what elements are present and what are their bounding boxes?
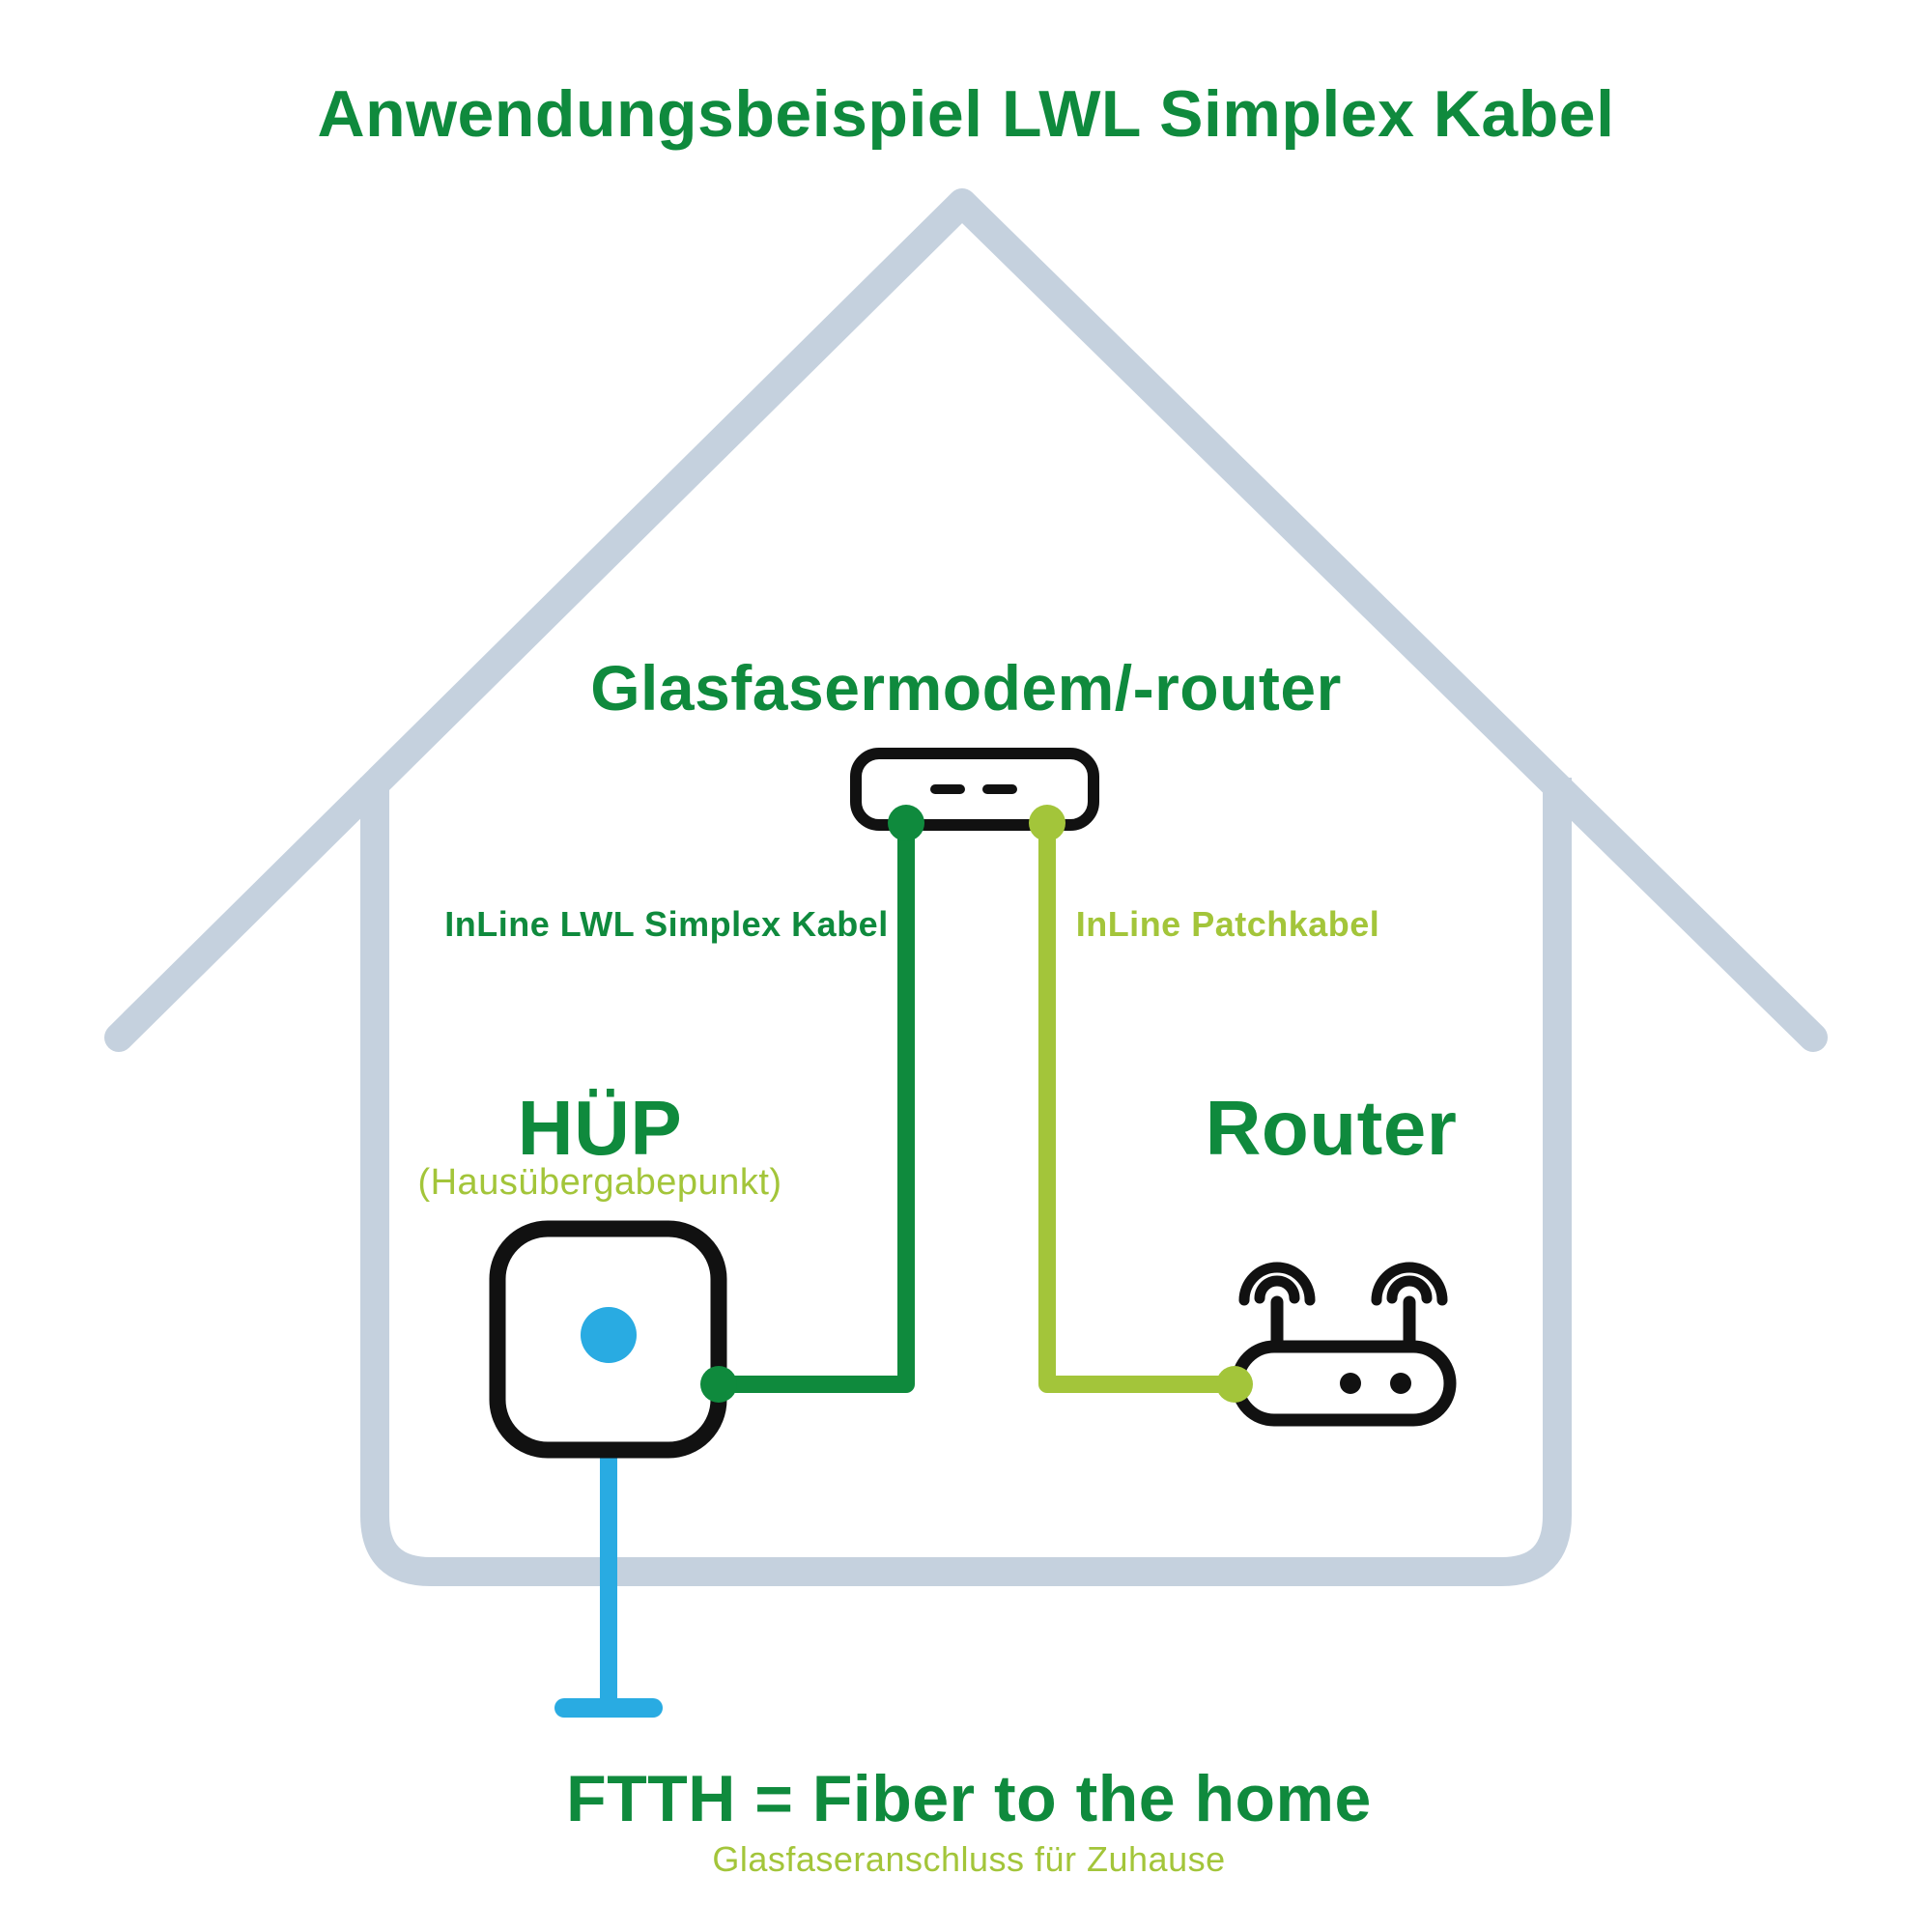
huep-simplex-port-dot xyxy=(700,1366,737,1403)
modem-simplex-port-dot xyxy=(888,805,924,841)
ftth-label: FTTH = Fiber to the home xyxy=(566,1762,1372,1835)
simplex-cable-label: InLine LWL Simplex Kabel xyxy=(444,904,889,944)
modem-patch-port-dot xyxy=(1029,805,1065,841)
router-label: Router xyxy=(1205,1085,1458,1171)
modem-icon xyxy=(850,748,1099,831)
patch-cable-label: InLine Patchkabel xyxy=(1075,904,1380,944)
ftth-sublabel: Glasfaseranschluss für Zuhause xyxy=(712,1839,1226,1879)
patch-cable-line xyxy=(1038,814,1243,1393)
house-roof xyxy=(104,188,1828,1052)
house-body xyxy=(360,778,1572,1586)
huep-fiber-port-dot xyxy=(581,1307,637,1363)
huep-box-icon xyxy=(489,1220,727,1459)
modem-label: Glasfasermodem/-router xyxy=(590,652,1342,724)
huep-label: HÜP xyxy=(517,1085,683,1171)
diagram-title: Anwendungsbeispiel LWL Simplex Kabel xyxy=(317,77,1615,151)
router-patch-port-dot xyxy=(1216,1366,1253,1403)
router-icon xyxy=(1231,1262,1457,1427)
simplex-cable-line xyxy=(710,814,915,1393)
huep-sublabel: (Hausübergabepunkt) xyxy=(417,1162,782,1203)
